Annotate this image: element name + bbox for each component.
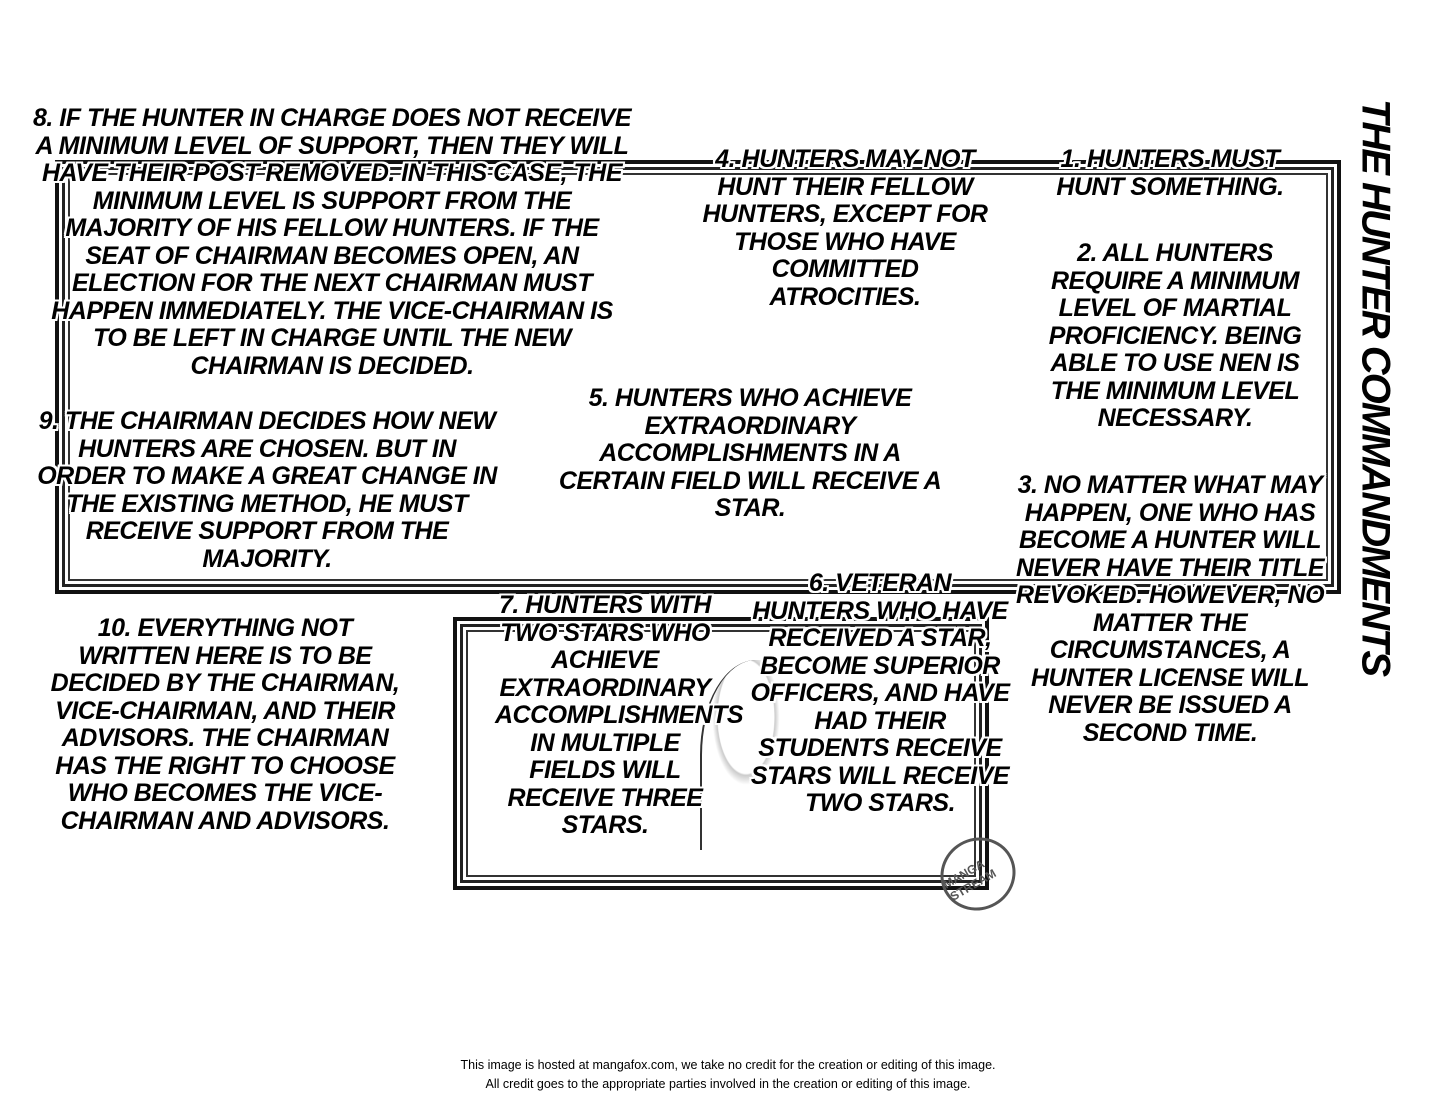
commandment-6: 6. VETERAN HUNTERS WHO HAVE RECEIVED A S… bbox=[750, 569, 1010, 817]
commandment-3: 3. NO MATTER WHAT MAY HAPPEN, ONE WHO HA… bbox=[1015, 471, 1325, 747]
commandment-2: 2. ALL HUNTERS REQUIRE A MINIMUM LEVEL O… bbox=[1048, 239, 1302, 432]
credit-line-2: All credit goes to the appropriate parti… bbox=[485, 1077, 971, 1091]
commandment-4: 4. HUNTERS MAY NOT HUNT THEIR FELLOW HUN… bbox=[702, 145, 988, 311]
commandment-5: 5. HUNTERS WHO ACHIEVE EXTRAORDINARY ACC… bbox=[558, 384, 942, 522]
commandment-10: 10. EVERYTHING NOT WRITTEN HERE IS TO BE… bbox=[50, 614, 400, 835]
large-picture-frame bbox=[55, 160, 1341, 594]
commandment-7: 7. HUNTERS WITH TWO STARS WHO ACHIEVE EX… bbox=[495, 591, 744, 839]
commandment-1: 1. HUNTERS MUST HUNT SOMETHING. bbox=[1056, 145, 1284, 201]
commandment-9: 9. THE CHAIRMAN DECIDES HOW NEW HUNTERS … bbox=[37, 407, 497, 573]
chairman-portrait bbox=[700, 660, 812, 850]
credit-line-1: This image is hosted at mangafox.com, we… bbox=[460, 1058, 996, 1072]
watermark-text: MANGA STREAM bbox=[940, 856, 999, 904]
commandment-8: 8. IF THE HUNTER IN CHARGE DOES NOT RECE… bbox=[32, 104, 632, 380]
page-title: THE HUNTER COMMANDMENTS bbox=[1345, 99, 1405, 675]
title-text: THE HUNTER COMMANDMENTS bbox=[1353, 98, 1398, 676]
